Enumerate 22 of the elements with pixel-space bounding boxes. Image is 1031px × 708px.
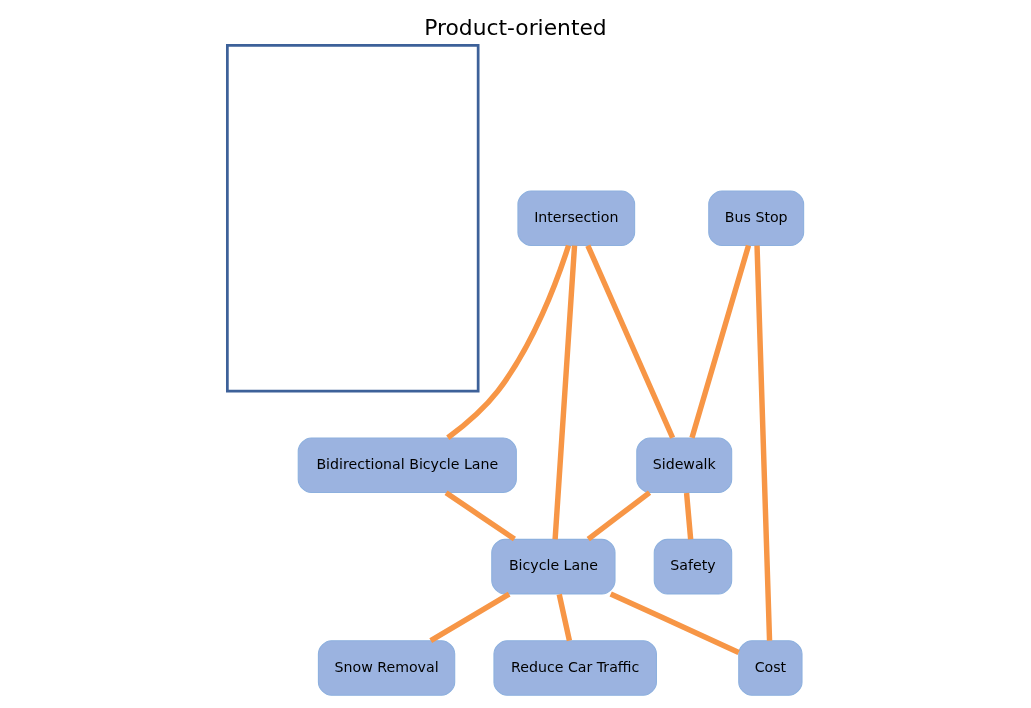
node-box: Safety [653,538,733,595]
node-box: Reduce Car Traffic [493,640,657,696]
connector [754,245,773,641]
node-box: Bidirectional Bicycle Lane [297,437,517,494]
diagram-title: Product-oriented [424,14,607,40]
node-box [226,44,480,393]
connector [556,593,573,642]
connector [552,245,578,540]
connector [683,492,694,540]
connector [444,490,516,542]
connector [429,591,511,643]
connector [585,244,676,439]
node-box: Cost [738,640,803,696]
node-box: Snow Removal [317,640,456,696]
node-box: Intersection [517,190,636,247]
connector [609,591,740,655]
connector [586,490,652,542]
connector [689,244,752,439]
connector [446,244,572,440]
node-box: Bicycle Lane [491,538,616,595]
node-box: Bus Stop [708,190,805,247]
node-box: Sidewalk [636,437,733,494]
